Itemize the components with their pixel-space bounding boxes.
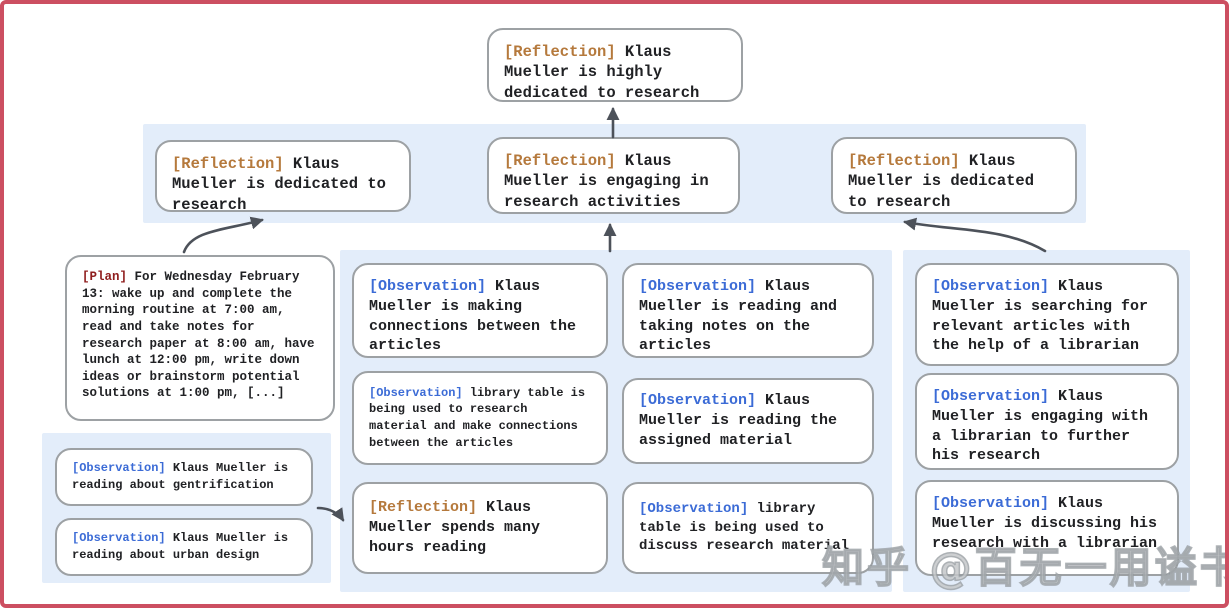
node-text: For Wednesday February 13: wake up and c… <box>82 270 315 401</box>
node-obs-library-research: [Observation]library table is being used… <box>352 371 608 465</box>
observation-tag: [Observation] <box>932 278 1050 295</box>
node-reflection-right: [Reflection]Klaus Mueller is dedicated t… <box>831 137 1077 214</box>
node-text: Klaus Mueller is discussing his research… <box>932 495 1158 552</box>
node-text: Klaus Mueller is engaging in research ac… <box>504 152 709 211</box>
node-obs-making-connections: [Observation]Klaus Mueller is making con… <box>352 263 608 358</box>
observation-tag: [Observation] <box>369 278 487 295</box>
observation-tag: [Observation] <box>932 388 1050 405</box>
node-text: Klaus Mueller is making connections betw… <box>369 278 577 355</box>
node-text: Klaus Mueller is searching for relevant … <box>932 278 1149 355</box>
node-top-reflection: [Reflection]Klaus Mueller is highly dedi… <box>487 28 743 102</box>
reflection-tag: [Reflection] <box>172 155 284 173</box>
node-reflection-left: [Reflection]Klaus Mueller is dedicated t… <box>155 140 411 214</box>
node-obs-gentrification: [Observation]Klaus Mueller is reading ab… <box>55 448 313 506</box>
observation-tag: [Observation] <box>72 531 166 546</box>
reflection-tag: [Reflection] <box>504 152 616 170</box>
node-obs-discussing-research: [Observation]Klaus Mueller is discussing… <box>915 480 1179 576</box>
zhihu-watermark: 知乎 @百无一用谥书生 <box>821 542 1225 593</box>
node-obs-urban-design: [Observation]Klaus Mueller is reading ab… <box>55 518 313 576</box>
node-text: Klaus Mueller is dedicated to research <box>172 155 386 214</box>
arrow-plan-to-reflection <box>182 216 264 254</box>
node-text: Klaus Mueller is engaging with a librari… <box>932 388 1149 465</box>
observation-tag: [Observation] <box>639 278 757 295</box>
node-text: Klaus Mueller is reading about urban des… <box>72 531 289 562</box>
arrow-rightband-to-reflection <box>903 217 1047 253</box>
node-obs-assigned-material: [Observation]Klaus Mueller is reading th… <box>622 378 874 464</box>
node-obs-taking-notes: [Observation]Klaus Mueller is reading an… <box>622 263 874 358</box>
node-reflection-middle: [Reflection]Klaus Mueller is engaging in… <box>487 137 740 214</box>
node-obs-searching-articles: [Observation]Klaus Mueller is searching … <box>915 263 1179 366</box>
node-plan: [Plan]For Wednesday February 13: wake up… <box>65 255 335 421</box>
plan-tag: [Plan] <box>82 270 128 284</box>
reflection-tag: [Reflection] <box>504 43 616 61</box>
node-text: Klaus Mueller is reading about gentrific… <box>72 461 289 492</box>
node-obs-engaging-librarian: [Observation]Klaus Mueller is engaging w… <box>915 373 1179 470</box>
node-text: Klaus Mueller is highly dedicated to res… <box>504 43 700 102</box>
node-text: Klaus Mueller is dedicated to research <box>848 152 1035 211</box>
observation-tag: [Observation] <box>639 392 757 410</box>
reflection-tag: [Reflection] <box>369 499 478 517</box>
node-text: library table is being used to research … <box>369 385 586 450</box>
node-obs-library-discuss: [Observation]library table is being used… <box>622 482 874 574</box>
node-text: library table is being used to discuss r… <box>639 501 850 555</box>
node-text: Klaus Mueller is reading and taking note… <box>639 278 838 355</box>
observation-tag: [Observation] <box>72 461 166 476</box>
observation-tag: [Observation] <box>369 385 463 400</box>
node-text: Klaus Mueller is reading the assigned ma… <box>639 392 838 449</box>
reflection-tag: [Reflection] <box>848 152 960 170</box>
node-text: Klaus Mueller spends many hours reading <box>369 499 541 556</box>
observation-tag: [Observation] <box>639 501 749 518</box>
node-reflection-hours-reading: [Reflection]Klaus Mueller spends many ho… <box>352 482 608 574</box>
observation-tag: [Observation] <box>932 495 1050 512</box>
